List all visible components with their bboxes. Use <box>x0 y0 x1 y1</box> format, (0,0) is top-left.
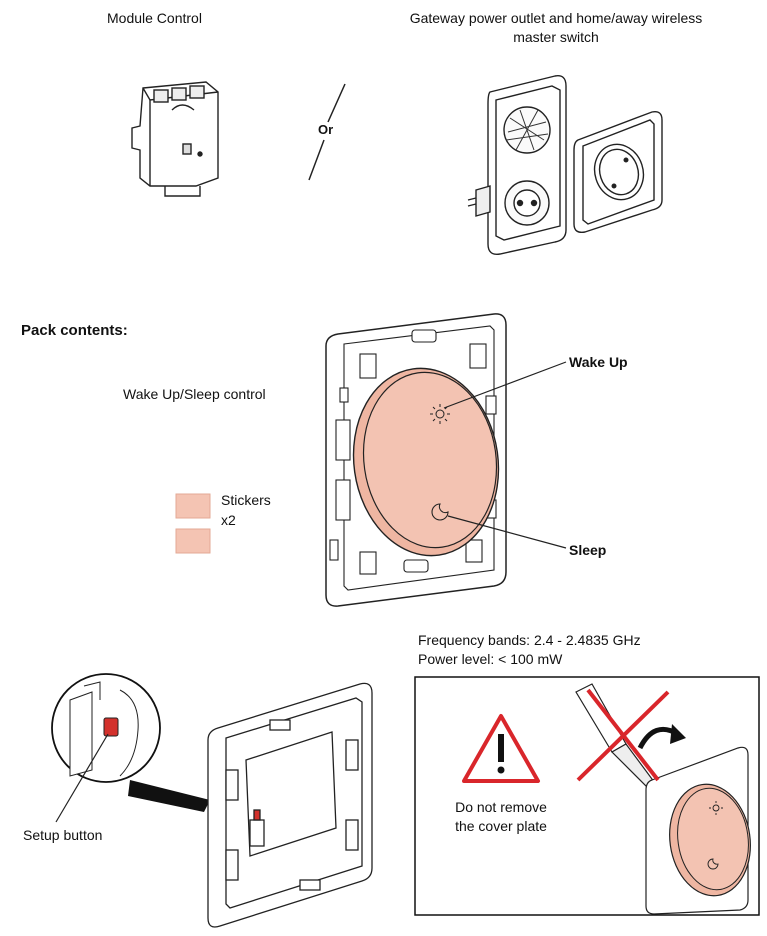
or-label: Or <box>318 122 334 137</box>
warning-text-line2: the cover plate <box>455 818 547 834</box>
module-control-label: Module Control <box>107 10 202 26</box>
sleep-label: Sleep <box>569 542 607 558</box>
stickers-count: x2 <box>221 512 236 528</box>
frequency-bands-text: Frequency bands: 2.4 - 2.4835 GHz <box>418 632 641 648</box>
stickers-label: Stickers <box>221 492 271 508</box>
gateway-outlet-illustration <box>467 75 567 255</box>
sticker-swatch-1 <box>175 493 211 519</box>
sticker-swatch-2 <box>175 528 211 554</box>
sun-icon <box>430 404 450 424</box>
wake-sleep-device-illustration <box>325 313 507 607</box>
warning-icon <box>462 714 540 783</box>
wireless-switch-illustration <box>573 110 663 234</box>
or-divider-bottom <box>308 139 325 181</box>
setup-leader <box>55 733 109 823</box>
small-device-illustration <box>645 746 751 915</box>
module-control-illustration <box>131 81 219 197</box>
setup-zoom-illustration <box>51 673 210 812</box>
sleep-leader <box>447 515 567 549</box>
warning-text-line1: Do not remove <box>455 799 547 815</box>
power-level-text: Power level: < 100 mW <box>418 651 563 667</box>
mounting-frame-illustration <box>207 682 373 928</box>
or-divider-top <box>327 83 346 123</box>
gateway-label-line1: Gateway power outlet and home/away wirel… <box>409 10 703 26</box>
setup-button-highlight <box>103 717 119 737</box>
wake-up-label: Wake Up <box>569 354 628 370</box>
setup-button-label: Setup button <box>23 827 103 843</box>
prohibited-x-stroke-2 <box>586 688 660 782</box>
gateway-label-line2: master switch <box>513 29 599 45</box>
moon-icon <box>431 503 449 521</box>
pack-contents-heading: Pack contents: <box>21 322 128 339</box>
wake-sleep-control-label: Wake Up/Sleep control <box>123 386 266 402</box>
wake-up-leader <box>443 361 567 409</box>
